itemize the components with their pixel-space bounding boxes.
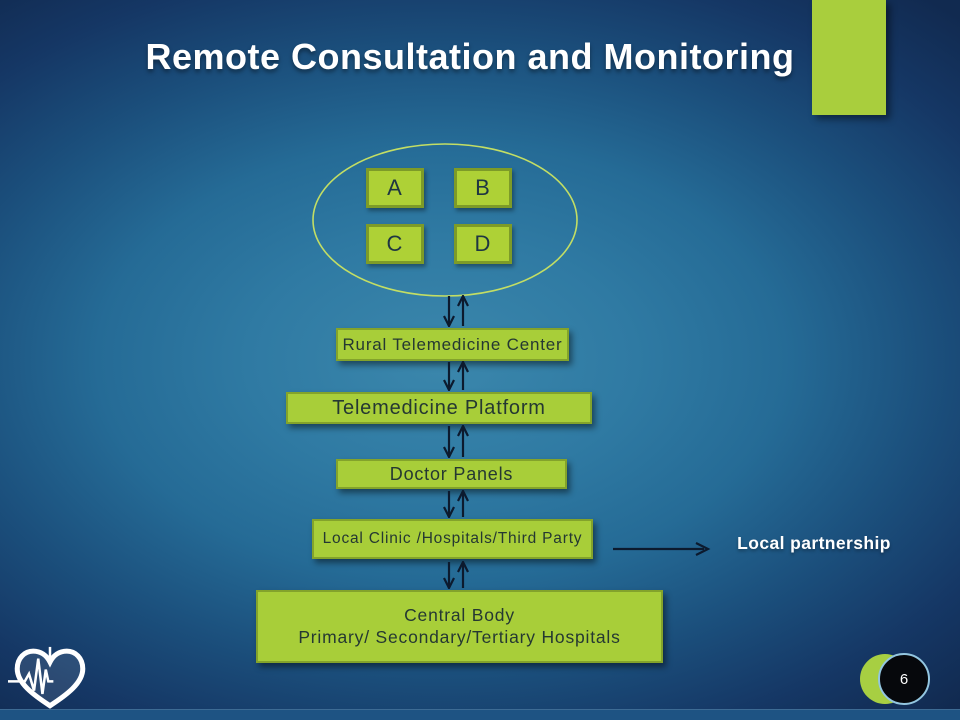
cluster-node-a: A xyxy=(366,168,424,208)
up-down-arrows-icon xyxy=(443,295,469,327)
bidirectional-arrows-5 xyxy=(442,561,470,589)
cluster-node-label: C xyxy=(386,231,404,256)
flow-node-label: Rural Telemedicine Center xyxy=(342,334,563,354)
flow-node-label: Local Clinic /Hospitals/Third Party xyxy=(322,530,583,548)
local-partnership-label: Local partnership xyxy=(737,533,891,553)
up-down-arrows-icon xyxy=(443,361,469,391)
ellipse-outline-icon xyxy=(312,143,578,297)
slide-title: Remote Consultation and Monitoring xyxy=(145,36,795,77)
cluster-node-b: B xyxy=(454,168,512,208)
flow-node-central-body: Central Body Primary/ Secondary/Tertiary… xyxy=(256,590,663,663)
flow-node-label-line2: Primary/ Secondary/Tertiary Hospitals xyxy=(298,626,621,647)
right-arrow-icon xyxy=(613,542,711,556)
flow-node-local-clinic: Local Clinic /Hospitals/Third Party xyxy=(312,519,593,559)
partnership-arrow xyxy=(612,540,712,558)
cluster-node-label: A xyxy=(387,175,403,200)
cluster-node-c: C xyxy=(366,224,424,264)
flow-node-telemedicine-platform: Telemedicine Platform xyxy=(286,392,592,424)
bidirectional-arrows-4 xyxy=(442,490,470,518)
up-down-arrows-icon xyxy=(443,490,469,518)
heart-ekg-icon xyxy=(8,646,92,715)
page-number-badge: 6 xyxy=(878,653,930,705)
bidirectional-arrows-1 xyxy=(442,295,470,327)
up-down-arrows-icon xyxy=(443,561,469,589)
flow-node-doctor-panels: Doctor Panels xyxy=(336,459,567,489)
cluster-node-label: B xyxy=(475,175,491,200)
accent-bar xyxy=(812,0,886,115)
flow-node-label: Telemedicine Platform xyxy=(332,396,546,419)
cluster-node-label: D xyxy=(474,231,492,256)
cluster-ellipse xyxy=(310,141,580,299)
cluster-node-d: D xyxy=(454,224,512,264)
flow-node-label: Doctor Panels xyxy=(389,463,514,484)
page-number: 6 xyxy=(899,670,909,688)
flow-node-label-line1: Central Body xyxy=(404,604,515,625)
up-down-arrows-icon xyxy=(443,425,469,458)
bidirectional-arrows-3 xyxy=(442,425,470,458)
footer-band xyxy=(0,709,960,720)
bidirectional-arrows-2 xyxy=(442,361,470,391)
flow-node-rural-telemedicine-center: Rural Telemedicine Center xyxy=(336,328,569,361)
